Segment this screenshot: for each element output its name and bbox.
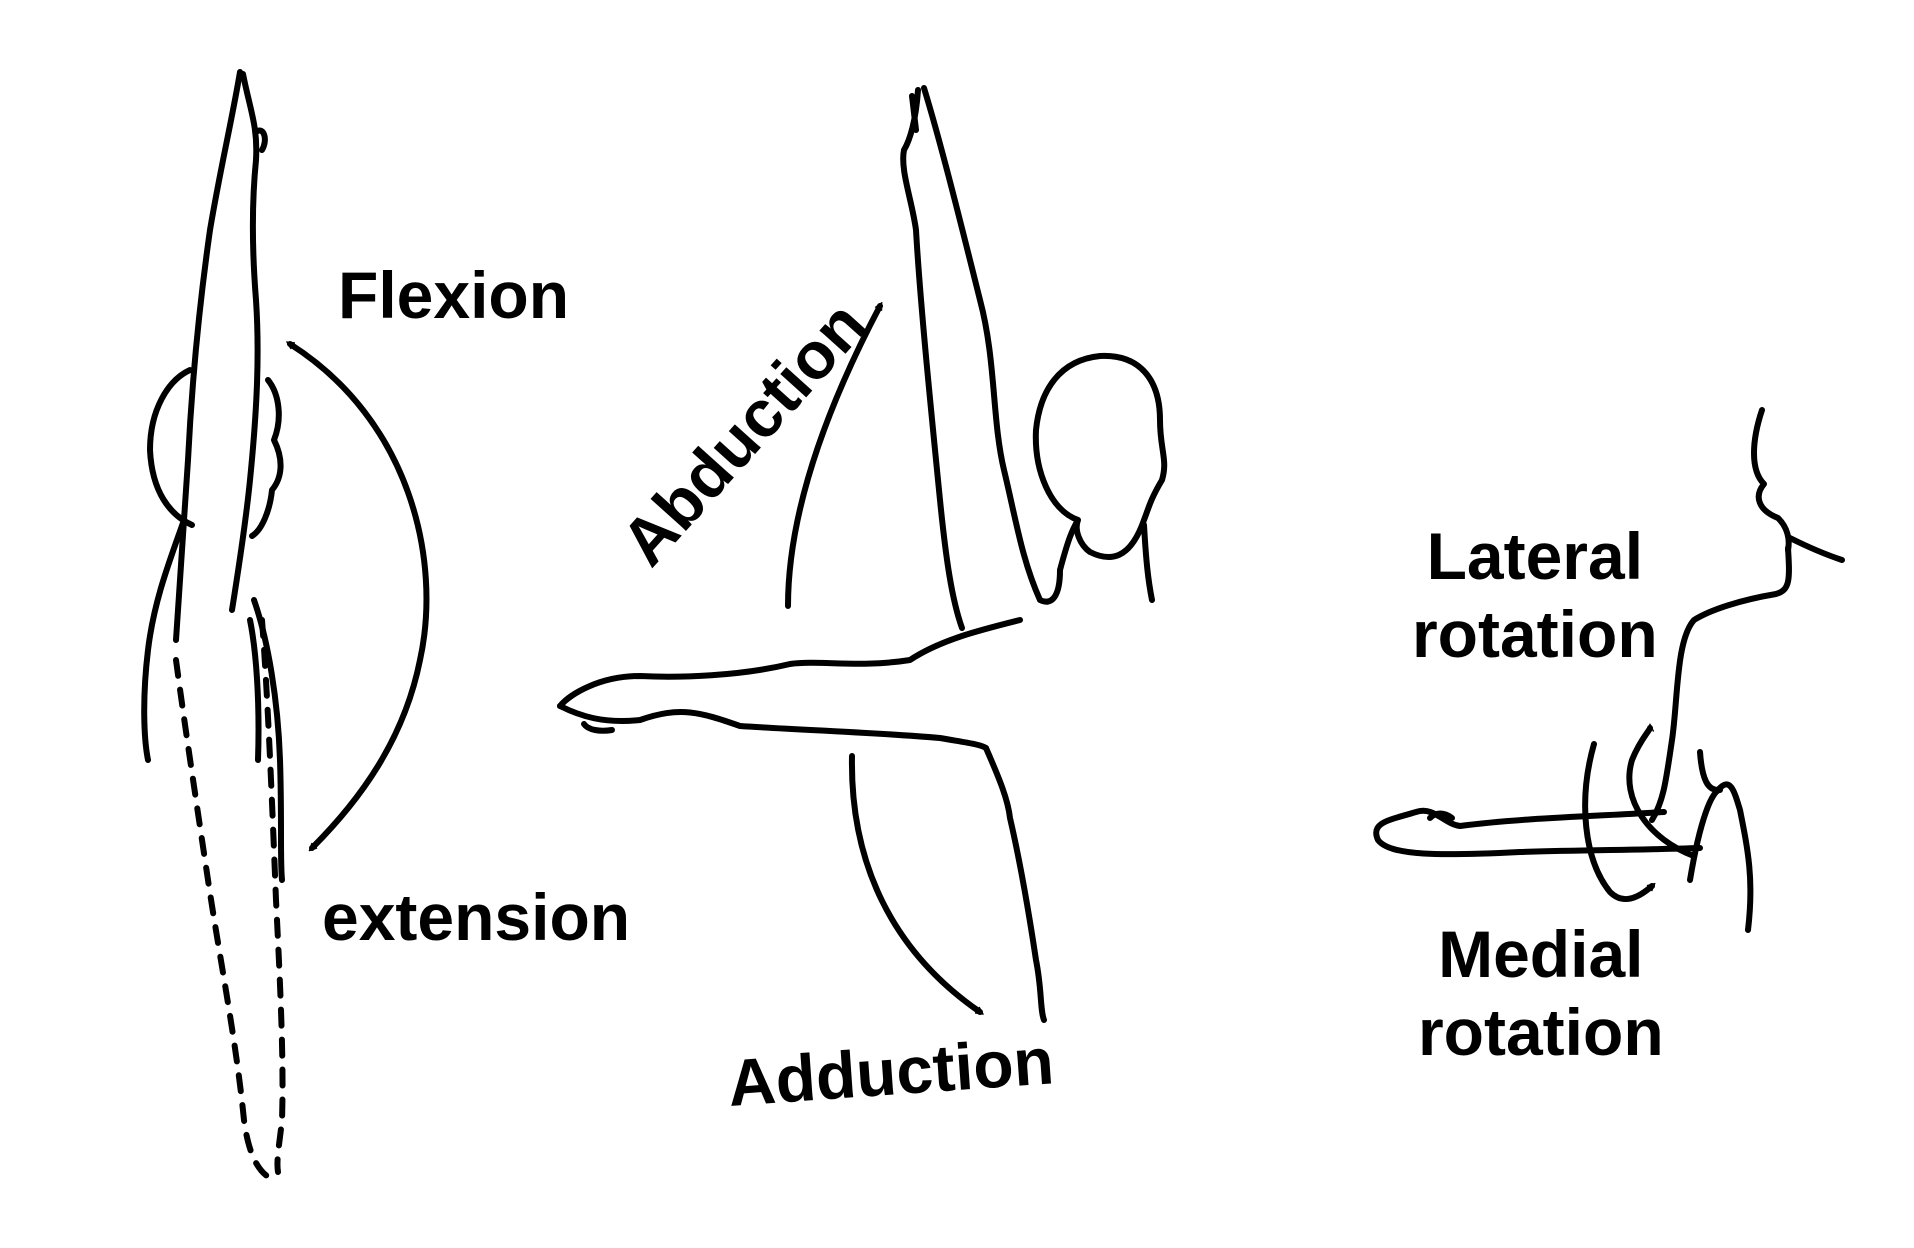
upper-arm-outline (1649, 545, 1792, 823)
head-outline (147, 367, 195, 528)
raised-arm-outline (900, 87, 965, 631)
forearm-outline (1373, 807, 1703, 858)
head-outline (1032, 352, 1168, 573)
lateral-rotation-line1: Lateral (1426, 519, 1644, 593)
torso-outline (141, 517, 187, 763)
abduction-arrow (785, 306, 883, 609)
medial-rotation-line1: Medial (1438, 917, 1644, 991)
lateral-rotation-line2: rotation (1412, 596, 1658, 671)
flexion-extension-figure (141, 69, 430, 1181)
raised-arm-outline (173, 69, 243, 643)
rotation-figure (1373, 407, 1845, 933)
lateral-rotation-arrow (1626, 728, 1697, 859)
flexion-label: Flexion (338, 258, 570, 332)
horizontal-arm-outline (557, 617, 1023, 709)
flexion-extension-arrow (290, 341, 430, 848)
lowered-arm-dashed (173, 657, 273, 1181)
abduction-adduction-figure (557, 85, 1168, 1023)
adduction-arrow (848, 753, 980, 1015)
head-outline (1751, 407, 1792, 553)
medial-rotation-label: Medial rotation (1418, 916, 1664, 1072)
lateral-rotation-label: Lateral rotation (1412, 518, 1658, 674)
medial-rotation-arrow (1582, 741, 1652, 903)
extension-label: extension (322, 880, 631, 954)
medial-rotation-line2: rotation (1418, 994, 1664, 1069)
